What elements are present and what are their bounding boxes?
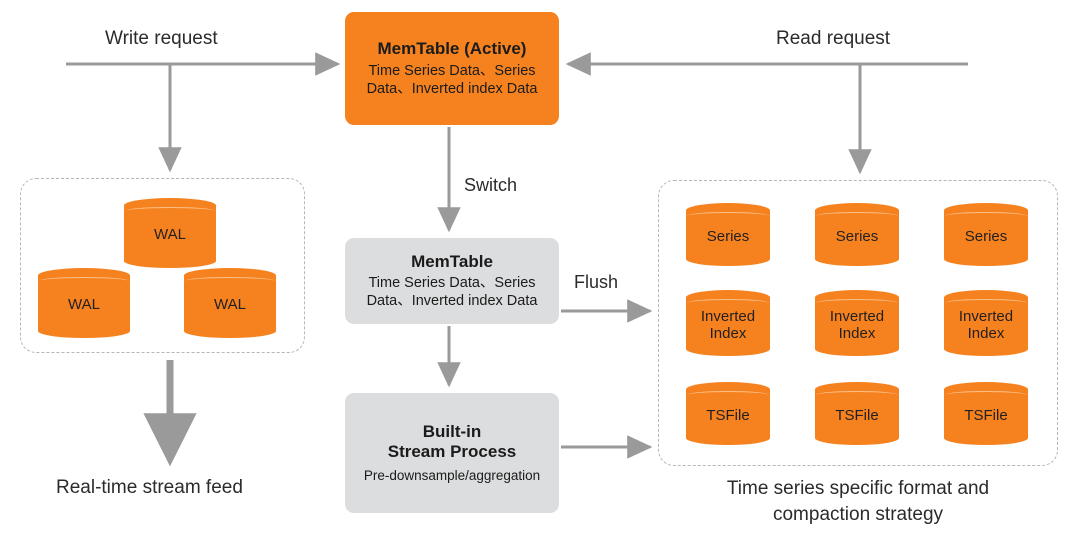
storage-caption-line1: Time series specific format and xyxy=(726,478,990,499)
storage-cylinder[interactable]: Series xyxy=(815,203,899,266)
storage-cylinder-label: TSFile xyxy=(706,406,750,424)
label-flush: Flush xyxy=(574,272,619,292)
storage-cylinder[interactable]: TSFile xyxy=(686,382,770,445)
memtable-active-title: MemTable (Active) xyxy=(377,39,527,59)
storage-cylinder-label: TSFile xyxy=(835,406,879,424)
storage-cylinder[interactable]: Series xyxy=(944,203,1028,266)
node-memtable[interactable]: MemTable Time Series Data、Series Data、In… xyxy=(345,238,559,324)
storage-cylinder-label: TSFile xyxy=(964,406,1008,424)
memtable-title: MemTable xyxy=(411,252,493,272)
label-switch: Switch xyxy=(464,175,518,195)
storage-region xyxy=(658,180,1058,466)
cylinder-rim xyxy=(816,391,898,399)
stream-process-title-line2: Stream Process xyxy=(387,442,517,462)
cylinder-rim xyxy=(687,299,769,307)
wal-cylinder[interactable]: WAL xyxy=(38,268,130,338)
cylinder-rim xyxy=(945,212,1027,220)
memtable-line2: Data、Inverted index Data xyxy=(366,293,538,310)
storage-cylinder[interactable]: TSFile xyxy=(815,382,899,445)
cylinder-rim xyxy=(185,277,275,285)
wal-cylinder[interactable]: WAL xyxy=(124,198,216,268)
stream-process-subtitle: Pre-downsample/aggregation xyxy=(363,467,541,483)
storage-cylinder[interactable]: TSFile xyxy=(944,382,1028,445)
cylinder-rim xyxy=(125,207,215,215)
wal-label: WAL xyxy=(214,296,246,314)
cylinder-rim xyxy=(945,391,1027,399)
stream-process-title-line1: Built-in xyxy=(422,421,482,441)
label-write-request: Write request xyxy=(105,28,218,49)
cylinder-rim xyxy=(687,212,769,220)
label-storage-caption: Time series specific format and compacti… xyxy=(658,476,1058,527)
memtable-line1: Time Series Data、Series xyxy=(368,274,536,291)
cylinder-rim xyxy=(687,391,769,399)
memtable-active-line2: Data、Inverted index Data xyxy=(366,81,538,98)
storage-cylinder-label: Series xyxy=(835,227,879,245)
label-read-request: Read request xyxy=(776,28,891,49)
wal-cylinder[interactable]: WAL xyxy=(184,268,276,338)
storage-caption-line2: compaction strategy xyxy=(772,503,944,525)
wal-label: WAL xyxy=(68,296,100,314)
node-stream-process[interactable]: Built-in Stream Process Pre-downsample/a… xyxy=(345,393,559,513)
cylinder-rim xyxy=(39,277,129,285)
cylinder-rim xyxy=(816,299,898,307)
cylinder-rim xyxy=(945,299,1027,307)
storage-cylinder[interactable]: Series xyxy=(686,203,770,266)
label-real-time-stream-feed: Real-time stream feed xyxy=(56,477,243,498)
memtable-active-line1: Time Series Data、Series xyxy=(368,62,536,79)
cylinder-rim xyxy=(816,212,898,220)
node-memtable-active[interactable]: MemTable (Active) Time Series Data、Serie… xyxy=(345,12,559,125)
wal-label: WAL xyxy=(154,226,186,244)
storage-cylinder-label: Series xyxy=(964,227,1008,245)
storage-cylinder-label: Series xyxy=(706,227,750,245)
wal-region xyxy=(20,178,305,353)
